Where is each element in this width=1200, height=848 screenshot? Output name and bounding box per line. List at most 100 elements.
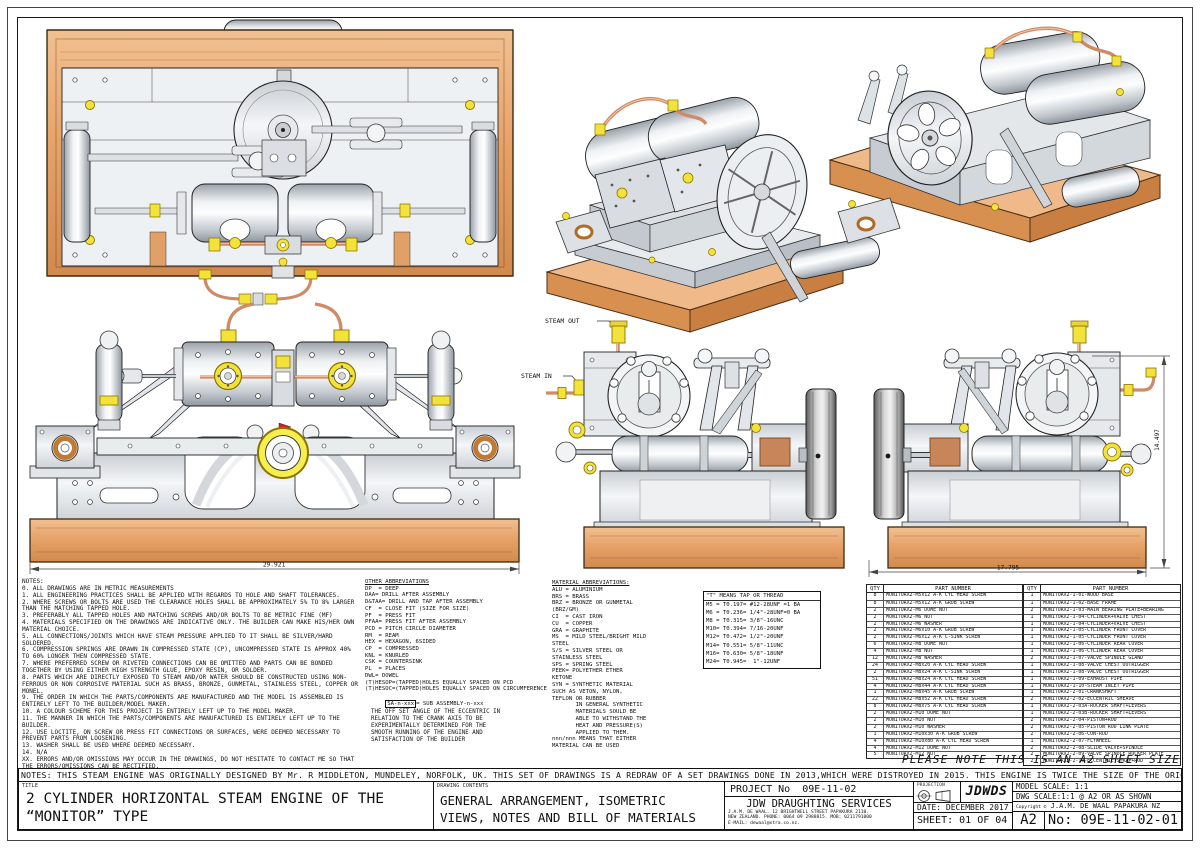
thread-row: M10= T0.394= 7/16-20UNF xyxy=(706,626,784,633)
piston-cylinder xyxy=(971,435,1109,473)
bottom-note-text: NOTES: THIS STEAM ENGINE WAS ORIGINALLY … xyxy=(21,770,1181,780)
abbreviation-line: (T)HESOP=(TAPPED)HOLES EQUALLY SPACED ON… xyxy=(365,679,514,686)
date-value: DECEMBER 2017 xyxy=(945,803,1009,812)
material-line: KETONE xyxy=(552,675,573,682)
material-line: MATERIAL CAN BE USED xyxy=(552,743,620,750)
eccentric-note-line: THE OFF SET ANGLE OF THE ECCENTRIC IN xyxy=(371,709,501,715)
abbreviation-line: (T)HESOC=(TAPPED)HOLES EQUALLY SPACED ON… xyxy=(365,686,547,693)
bom-qty-header: QTY xyxy=(867,585,884,593)
eccentric-note-line: EXPERIMENTALLY DETERMINED FOR THE xyxy=(371,723,487,729)
abbreviation-line: PCD = PITCH CIRCLE DIAMETER xyxy=(365,625,456,632)
left-end-elevation-view: STEAM OUT STEAM IN xyxy=(521,317,845,569)
company-address-line1: J.A.M. DE WAAL. 12 BRIGHTWELL STREET PAP… xyxy=(728,810,870,815)
title-box: TITLE 2 CYLINDER HORIZONTAL STEAM ENGINE… xyxy=(18,781,434,830)
third-angle-projection-icon xyxy=(916,789,951,803)
material-line: PEEK= POLYETHER ETHER xyxy=(552,668,623,675)
thread-row: M5 = T0.197= #12-28UNF =1 BA xyxy=(706,602,801,609)
company-logo: JDWDS xyxy=(965,784,1008,799)
side-cylinder xyxy=(469,129,497,243)
company-name: JDW DRAUGHTING SERVICES xyxy=(746,798,892,810)
eccentric xyxy=(257,427,309,479)
date-label: DATE: xyxy=(917,803,942,812)
wood-base xyxy=(887,526,1147,569)
drawing-contents: GENERAL ARRANGEMENT, ISOMETRIC VIEWS, NO… xyxy=(440,793,696,826)
flywheel-side xyxy=(798,388,837,520)
main-bearing xyxy=(29,425,101,479)
notes-block: NOTES: 0. ALL DRAWINGS ARE IN METRIC MEA… xyxy=(22,578,360,771)
material-line: S/S = SILVER STEEL OR xyxy=(552,647,623,654)
drawing-contents-box: DRAWING CONTENTS GENERAL ARRANGEMENT, IS… xyxy=(433,781,725,830)
sheet-size: A2 xyxy=(1020,812,1037,828)
abbreviation-line: PL = PLACES xyxy=(365,666,406,673)
drawing-contents-line2: VIEWS, NOTES AND BILL OF MATERIALS xyxy=(440,809,696,825)
abbreviation-line: PF = PRESS FIT xyxy=(365,612,416,619)
material-line: SUCH AS VETON, NYLON, xyxy=(552,688,623,695)
dim-side-width-text: 17.795 xyxy=(997,565,1020,572)
material-line: APPLIED TO THEM. xyxy=(552,729,630,736)
plan-view xyxy=(46,19,514,306)
drawing-title: 2 CYLINDER HORIZONTAL STEAM ENGINE OF TH… xyxy=(26,790,384,826)
steam-out-label: STEAM OUT xyxy=(545,317,580,325)
cylinder-front-cover xyxy=(607,354,691,438)
note-line: 8. PARTS WHICH ARE DIRECTLY EXPOSED TO S… xyxy=(22,673,358,695)
project-number-label: PROJECT No xyxy=(730,784,791,795)
flywheel-iso xyxy=(716,134,808,250)
material-line: BRZ = BRONZE OR GUNMETAL xyxy=(552,600,633,607)
note-line: 13. WASHER SHALL BE USED WHERE DEEMED NE… xyxy=(22,742,196,750)
inner-border xyxy=(17,17,1183,831)
company-email: E-MAIL: dewaal@xtra.co.nz. xyxy=(728,820,800,826)
right-end-elevation-view: 17.795 14.497 xyxy=(868,320,1170,577)
sheet-box: SHEET: 01 OF 04 xyxy=(913,812,1013,830)
drawing-number-value: 09E-11-02-01 xyxy=(1080,812,1179,828)
material-line: SYN = SYNTHETIC MATERIAL xyxy=(552,681,633,688)
logo-box: JDWDS xyxy=(960,781,1013,803)
abbreviation-line: KNL = KNURLED xyxy=(365,652,409,659)
isometric-view-2 xyxy=(828,26,1162,244)
bottom-note-strip: NOTES: THIS STEAM ENGINE WAS ORIGINALLY … xyxy=(18,768,1182,782)
valve-gland xyxy=(213,361,243,391)
thread-row: M8 = T0.315= 3/8"-16UNC xyxy=(706,618,784,625)
sheet-value: 01 OF 04 xyxy=(959,815,1008,826)
dwg-scale: DWG SCALE:1:1 @ A2 OR AS SHOWN xyxy=(1016,792,1152,801)
sheet-label: SHEET: xyxy=(917,815,954,826)
thread-row: M24= T0.945= 1"-12UNF xyxy=(706,658,781,665)
drawing-contents-line1: GENERAL ARRANGEMENT, ISOMETRIC xyxy=(440,793,666,808)
project-number-box: PROJECT No 09E-11-02 xyxy=(724,781,914,797)
material-line: SPS = SPRING STEEL xyxy=(552,661,613,668)
company-address-line2: NEW ZEALAND. PHONE: 0064 09 2988815. MOB… xyxy=(728,815,872,821)
note-line: 11. THE MANNER IN WHICH THE PARTS/COMPON… xyxy=(22,714,340,729)
isometric-view-1 xyxy=(545,96,880,333)
sub-assembly-note: SA-n-xxx= SUB ASSEMBLY-n-xxx xyxy=(385,699,484,708)
material-line: TEFLON OR RUBBER xyxy=(552,695,606,702)
note-line: 4. MATERIALS SPECIFIED ON THE DRAWINGS A… xyxy=(22,619,355,633)
note-line: 7. WHERE PREFERRED SCREW OR RIVETED CONN… xyxy=(22,660,333,674)
thread-row: M6 = T0.236= 1/4"-28UNF=0 BA xyxy=(706,610,801,617)
dimension-side-width xyxy=(868,560,1147,577)
wood-base xyxy=(583,526,845,569)
note-line: 10. A COLOUR SCHEME FOR THIS PROJECT IS … xyxy=(22,708,297,716)
drawing-number-label: No: xyxy=(1048,812,1073,828)
